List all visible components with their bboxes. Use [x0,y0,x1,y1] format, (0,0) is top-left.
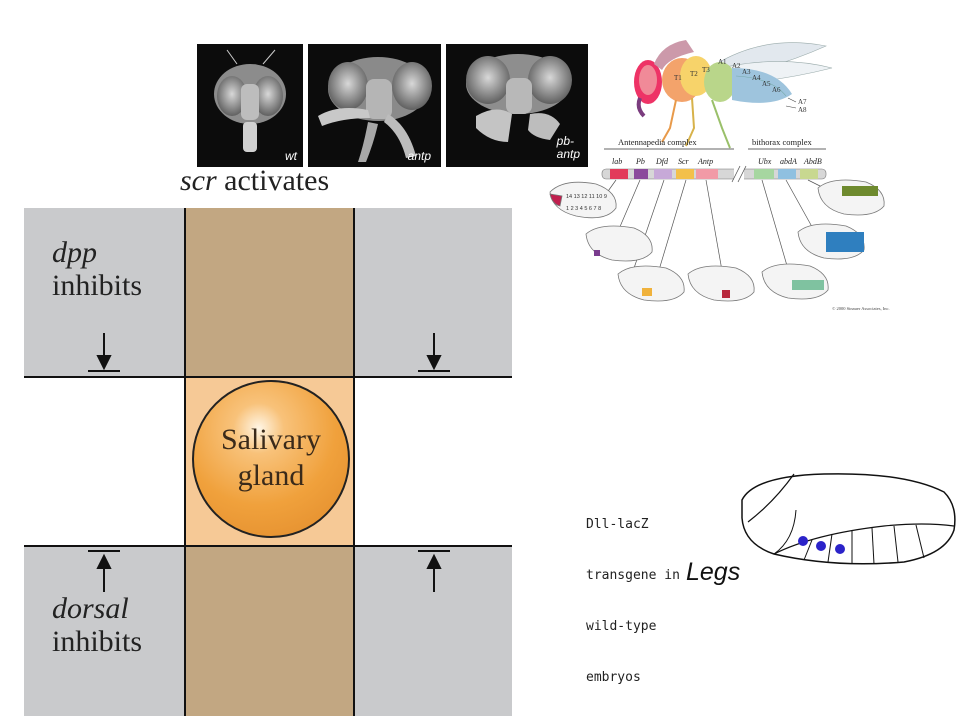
fly-head-pb-antp-illustration [466,54,572,142]
inhibit-arrow-bottom-left [88,550,120,592]
fly-head-antp-illustration [318,57,432,162]
gland-label-line2: gland [237,459,305,492]
caption-line2: transgene in [586,568,680,583]
embryo-numbers-bottom: 1 2 3 4 5 6 7 8 [566,206,601,212]
sem-photo-pb-antp: pb- antp [446,44,588,167]
embryo-numbers-top: 14 13 12 11 10 9 [566,194,607,200]
hox-chromosome-bar [601,165,827,183]
inhibition-arrows [88,333,450,592]
gene-label-abda: abdA [780,157,797,166]
salivary-gland-diagram: Salivary gland dpp inhibits dorsal inhib… [24,208,512,716]
dorsal-verb: inhibits [52,625,143,658]
title-gene-scr: scr [180,164,217,197]
inhibit-arrow-top-right [418,333,450,372]
fly-segment-labels: T1 T2 T3 A1 A2 A3 A4 A5 A6 A7 A8 [674,58,807,114]
inhibit-arrow-bottom-right [418,550,450,592]
grid-line-lower [24,545,512,547]
gene-label-pb: Pb [635,157,645,166]
leg-primordium-dot [835,544,845,554]
seg-label: A1 [718,58,727,66]
embryo-dfd [617,265,685,302]
gene-label-scr: Scr [678,157,690,166]
dll-lacz-figure: Dll-lacZ transgene in wild-type embryos … [582,470,960,685]
bithorax-complex-label: bithorax complex [752,137,812,147]
seg-label: T1 [674,74,682,82]
gene-dpp: dpp [52,236,97,269]
caption-line3: wild-type [586,619,657,634]
leg-primordium-dot [816,541,826,551]
antennapedia-complex-label: Antennapedia complex [618,137,697,147]
diagram-title: scr activates [180,163,329,199]
embryo-lab [549,181,617,219]
hox-gene-figure: T1 T2 T3 A1 A2 A3 A4 A5 A6 A7 A8 Antenna… [536,24,910,316]
sem-photo-wild-type: wt [197,44,303,167]
gene-label-dfd: Dfd [655,157,669,166]
photo-label-antp: antp [407,149,431,163]
dll-embryo-outline [741,473,956,565]
gene-label-abdb: AbdB [803,157,822,166]
hox-copyright: © 2000 Sinauer Associates, Inc. [832,306,890,312]
inhibit-arrow-top-left [88,333,120,372]
title-verb: activates [224,164,330,197]
seg-label: A4 [752,74,761,82]
salivary-gland-label: Salivary gland [192,422,350,494]
dpp-inhibits-label: dpp inhibits [52,236,142,302]
caption-line4: embryos [586,670,641,685]
embryo-abda [797,223,865,260]
caption-line1: Dll-lacZ [586,517,649,532]
hox-figure-art: T1 T2 T3 A1 A2 A3 A4 A5 A6 A7 A8 Antenna… [549,40,890,312]
seg-label: A7 [798,98,807,106]
salivary-gland-circle [192,380,350,538]
gene-dorsal: dorsal [52,592,129,625]
leg-primordium-dot [798,536,808,546]
seg-label: A5 [762,80,771,88]
gene-label-antp: Antp [697,157,713,166]
white-cell-middle-left [24,377,185,546]
photo-label-wt: wt [285,149,297,163]
colored-fly-illustration [634,40,833,149]
grid-line-upper [24,376,512,378]
gland-label-line1: Salivary [221,423,321,456]
seg-label: T2 [690,70,698,78]
photo-label-pb-antp: pb- antp [556,134,580,161]
dpp-verb: inhibits [52,269,143,302]
seg-label: A8 [798,106,807,114]
sem-photo-antp: antp [308,44,441,167]
dorsal-inhibits-label: dorsal inhibits [52,592,142,658]
gene-label-ubx: Ubx [758,157,772,166]
embryo-schematics [549,179,885,302]
seg-label: T3 [702,66,710,74]
hox-connector-lines [605,179,837,283]
seg-label: A6 [772,86,781,94]
white-cell-middle-right [354,377,512,546]
embryo-pb [585,225,653,262]
grid-line-right [353,208,355,716]
fly-head-wt-illustration [214,49,286,152]
embryo-abdb [817,179,885,216]
seg-label: A3 [742,68,751,76]
legs-label: Legs [686,558,741,586]
embryo-ubx [761,263,829,300]
grid-line-left [184,208,186,716]
embryo-segment-numbers: 14 13 12 11 10 9 1 2 3 4 5 6 7 8 [566,194,607,212]
hox-gene-labels: lab Pb Dfd Scr Antp Ubx abdA AbdB [612,157,822,166]
embryo-antp [687,265,755,302]
dll-lacz-caption: Dll-lacZ transgene in wild-type embryos [586,482,680,720]
seg-label: A2 [732,62,741,70]
gene-label-lab: lab [612,157,622,166]
